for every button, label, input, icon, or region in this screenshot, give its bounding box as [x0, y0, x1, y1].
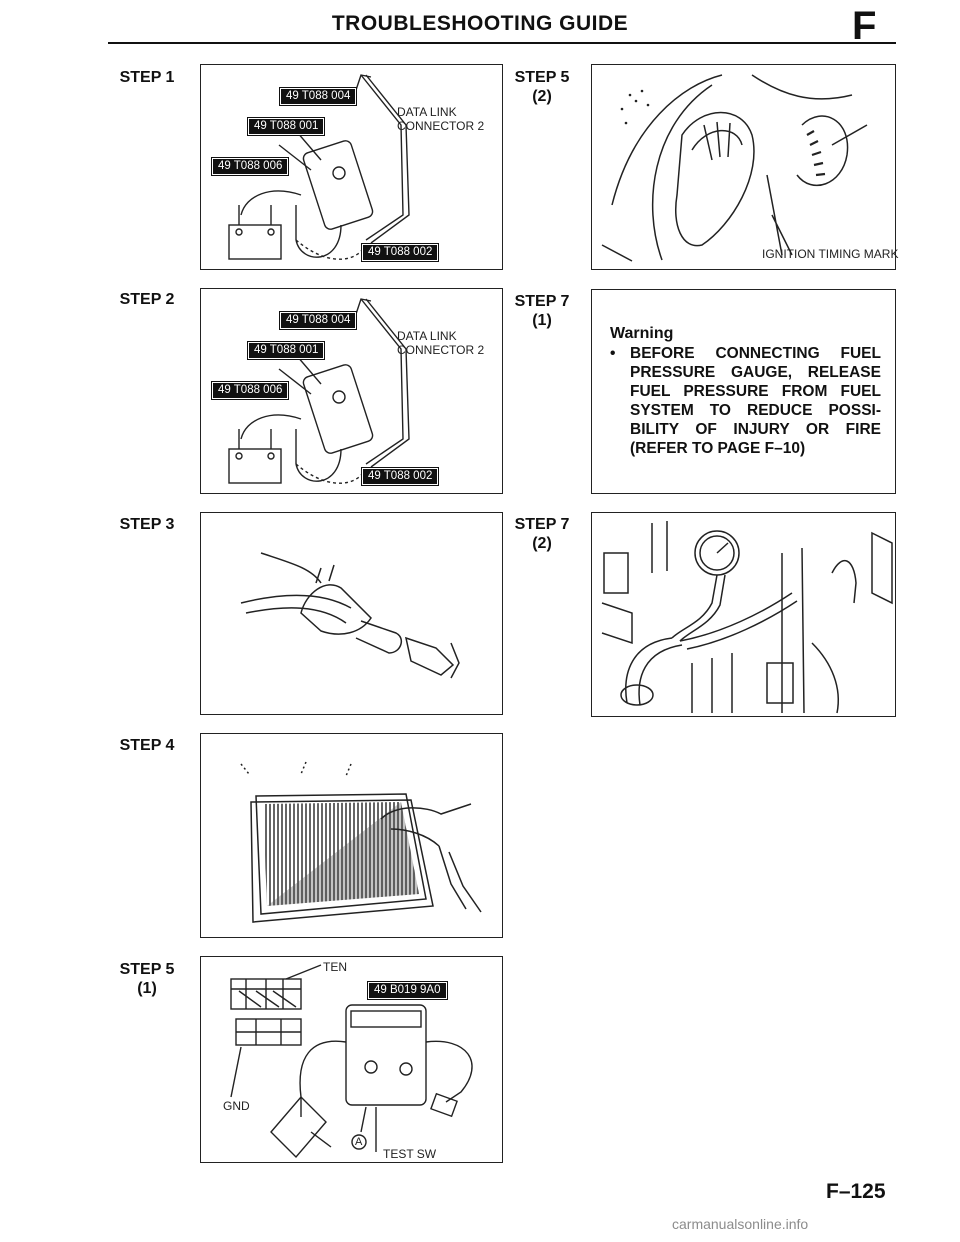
step-2-label: STEP 2	[112, 290, 182, 309]
tool-tag-49-b019-9a0: 49 B019 9A0	[367, 981, 448, 1000]
ignition-timing-mark-callout: IGNITION TIMING MARK	[762, 247, 899, 261]
callout-line-2: CONNECTOR 2	[397, 343, 485, 357]
ignition-timing-drawing	[601, 74, 868, 262]
test-sw-callout: TEST SW	[383, 1147, 437, 1161]
step-1-figure: 49 T088 004 49 T088 001 49 T088 006 49 T…	[200, 64, 503, 270]
tool-tag-49-t088-002: 49 T088 002	[361, 243, 440, 262]
tool-tag-49-t088-002: 49 T088 002	[361, 467, 440, 486]
step-7-1-label: STEP 7 (1)	[507, 292, 577, 330]
header-rule	[108, 42, 896, 44]
step-4-label-text: STEP 4	[119, 737, 175, 754]
page-title: TROUBLESHOOTING GUIDE	[331, 12, 629, 35]
fuel-pressure-gauge-drawing	[601, 521, 893, 714]
callout-line-1: DATA LINK	[397, 329, 457, 343]
ten-terminal-callout: TEN	[323, 960, 347, 974]
tool-tag-49-t088-006: 49 T088 006	[211, 157, 290, 176]
step-5-1-figure: TEN 49 B019 9A0 GND A TEST SW	[200, 956, 503, 1163]
callout-a: A	[355, 1136, 363, 1148]
data-link-connector-callout: DATA LINK CONNECTOR 2	[397, 105, 484, 133]
step-label-line-1: STEP 7	[514, 516, 570, 533]
step-5-2-figure: IGNITION TIMING MARK	[591, 64, 899, 270]
tool-tag-49-t088-004: 49 T088 004	[279, 87, 358, 106]
section-letter: F	[852, 4, 877, 48]
step-label-line-1: STEP 5	[514, 69, 570, 86]
tool-tag-49-t088-004: 49 T088 004	[279, 311, 358, 330]
step-2-label-text: STEP 2	[119, 291, 175, 308]
step-label-line-2: (2)	[532, 88, 552, 105]
warning-text: BEFORE CONNECTING FUEL PRESSURE GAUGE, R…	[630, 345, 881, 457]
callout-line-1: DATA LINK	[397, 105, 457, 119]
tool-tag-49-t088-001: 49 T088 001	[247, 341, 326, 360]
step-7-2-label: STEP 7 (2)	[507, 515, 577, 553]
hand-disconnecting-plug-drawing	[240, 552, 460, 679]
step-4-label: STEP 4	[112, 736, 182, 755]
step-label-line-2: (1)	[532, 312, 552, 329]
step-label-line-2: (1)	[137, 980, 157, 997]
page-number: F–125	[826, 1180, 886, 1203]
warning-item: • BEFORE CONNECTING FUEL PRESSURE GAUGE,…	[610, 344, 881, 458]
gnd-terminal-callout: GND	[223, 1099, 250, 1113]
warning-box: Warning • BEFORE CONNECTING FUEL PRESSUR…	[591, 289, 896, 494]
air-filter-cleaning-drawing	[240, 761, 482, 923]
step-1-label-text: STEP 1	[119, 69, 175, 86]
step-5-1-label: STEP 5 (1)	[112, 960, 182, 998]
step-3-label: STEP 3	[112, 515, 182, 534]
bullet-icon: •	[610, 345, 616, 362]
tool-tag-49-t088-006: 49 T088 006	[211, 381, 290, 400]
system-selector-drawing	[230, 964, 473, 1159]
step-3-label-text: STEP 3	[119, 516, 175, 533]
tool-tag-49-t088-001: 49 T088 001	[247, 117, 326, 136]
step-2-figure: 49 T088 004 49 T088 001 49 T088 006 49 T…	[200, 288, 503, 494]
step-4-figure	[200, 733, 503, 938]
step-label-line-1: STEP 7	[514, 293, 570, 310]
step-5-2-label: STEP 5 (2)	[507, 68, 577, 106]
callout-line-2: CONNECTOR 2	[397, 119, 485, 133]
watermark: carmanualsonline.info	[672, 1216, 809, 1232]
step-label-line-2: (2)	[532, 535, 552, 552]
data-link-connector-callout: DATA LINK CONNECTOR 2	[397, 329, 484, 357]
warning-title: Warning	[610, 325, 674, 342]
step-label-line-1: STEP 5	[119, 961, 175, 978]
step-3-figure	[200, 512, 503, 715]
step-7-2-figure	[591, 512, 896, 717]
step-1-label: STEP 1	[112, 68, 182, 87]
